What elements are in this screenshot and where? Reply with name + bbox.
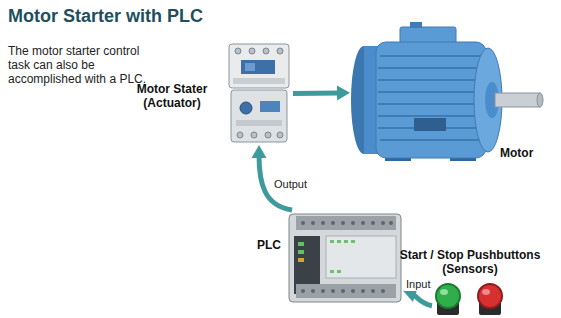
arrow-head (252, 145, 267, 158)
signal-label: Input (404, 278, 432, 291)
device-label: PLC (247, 238, 281, 252)
arrow-head (337, 85, 350, 100)
device-node: Motor (350, 28, 545, 163)
device-node: PLC (285, 210, 403, 305)
device-node: Motor Stater (Actuator) (225, 42, 293, 145)
device-label: Motor (500, 146, 544, 160)
device-node: Start / Stop Pushbuttons (Sensors) (432, 282, 507, 316)
page-title: Motor Starter with PLC (8, 6, 203, 27)
device-label: Motor Stater (Actuator) (125, 82, 219, 110)
arrow-line (412, 294, 432, 306)
device-label: Start / Stop Pushbuttons (Sensors) (390, 248, 550, 276)
motor-picture (351, 22, 543, 161)
motor-starter-picture (229, 44, 289, 142)
arrow-line (293, 90, 340, 96)
description-text: The motor starter control task can also … (8, 44, 148, 86)
signal-arrow (293, 85, 350, 100)
plc-picture (289, 214, 401, 302)
signal-label: Output (272, 178, 309, 191)
pushbutton-picture (436, 284, 502, 315)
